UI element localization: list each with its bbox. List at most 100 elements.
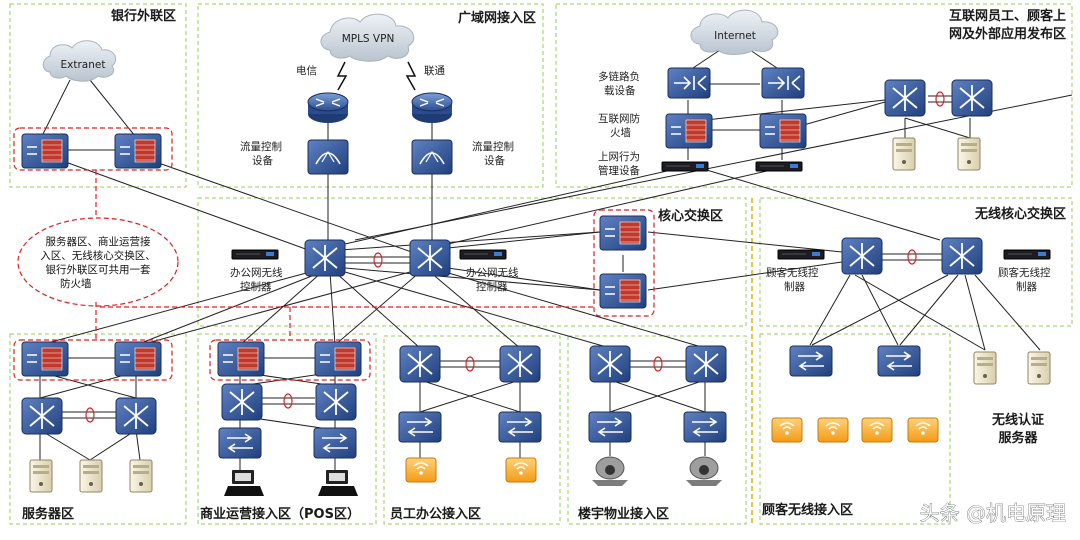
flow-control-left: [307, 139, 349, 175]
staff-ap-right: [505, 457, 537, 483]
label-office-wlc-left-1: 办公网无线: [230, 266, 283, 279]
zone-title-core-switch: 核心交换区: [658, 208, 723, 224]
label-office-wlc-right-1: 办公网无线: [466, 266, 519, 279]
label-flow-ctrl-right-1: 流量控制: [472, 140, 514, 153]
device-labels: 电信 联通 流量控制 设备 流量控制 设备 多链路负 载设备 互联网防 火墙 上…: [230, 64, 1051, 446]
core-firewall-top: [599, 215, 647, 251]
switch-server-right: [115, 397, 157, 435]
firewall-extranet-left: [21, 133, 69, 169]
guest-access-switch-right: [877, 345, 921, 377]
switch-pos-l2-right: [313, 427, 357, 459]
label-auth-server-1: 无线认证: [991, 412, 1044, 428]
zone-guest-wireless: [759, 333, 951, 525]
firewall-pos-right: [314, 341, 362, 377]
label-lb-2: 载设备: [604, 84, 636, 97]
label-fw-2: 火墙: [610, 126, 631, 139]
zone-title-staff-office: 员工办公接入区: [390, 506, 481, 522]
switch-pos-l3-right: [315, 383, 357, 421]
zone-title-wan-access: 广域网接入区: [458, 10, 536, 26]
switch-pos-l2-left: [218, 427, 262, 459]
server-1: [29, 459, 53, 493]
label-guest-wlc-left-2: 制器: [784, 280, 805, 293]
note-line-2: 入区、无线核心交换区、: [40, 249, 156, 262]
switch-internet-left: [884, 79, 926, 117]
switch-server-left: [21, 397, 63, 435]
guest-ap-4: [907, 417, 939, 443]
server-3: [129, 459, 153, 493]
cloud-mpls: MPLS VPN: [320, 13, 415, 62]
server-internet-right: [957, 137, 981, 171]
label-auth-server-2: 服务器: [998, 430, 1038, 446]
auth-server-left: [973, 351, 997, 385]
zone-building: [567, 335, 747, 525]
wireless-core-switch-right: [941, 237, 983, 275]
label-office-wlc-left-2: 控制器: [240, 280, 272, 293]
zone-title-bank-extranet: 银行外联区: [111, 8, 176, 24]
zone-title-internet-line1: 互联网员工、顾客上: [949, 8, 1066, 24]
zone-core-switch: [197, 197, 747, 327]
zone-title-wireless-core: 无线核心交换区: [974, 206, 1066, 222]
switch-building-access-left: [588, 411, 632, 443]
note-line-1: 服务器区、商业运营接: [46, 235, 151, 248]
firewall-server-right: [114, 341, 162, 377]
firewall-extranet-right: [114, 133, 162, 169]
shared-firewall-note-bubble: [17, 217, 179, 307]
zone-wan-access: [197, 3, 544, 188]
pos-terminal-left: [224, 470, 264, 496]
router-unicom: [411, 92, 453, 123]
staff-ap-left: [405, 457, 437, 483]
flow-control-right: [411, 139, 453, 175]
shared-firewall-grouping: [13, 127, 655, 381]
label-guest-wlc-right-2: 制器: [1016, 280, 1038, 293]
zone-title-guest-wireless: 顾客无线接入区: [762, 502, 853, 518]
behavior-mgmt-right: [755, 161, 803, 172]
guest-wlc-right: [1003, 249, 1051, 260]
camera-right: [686, 456, 722, 486]
label-office-wlc-right-2: 控制器: [476, 280, 508, 293]
cloud-extranet: Extranet: [42, 40, 117, 82]
auth-server-right: [1027, 351, 1051, 385]
switch-staff-core-left: [399, 345, 441, 383]
zone-title-server: 服务器区: [22, 506, 74, 522]
guest-ap-2: [817, 417, 849, 443]
note-line-4: 防火墙: [60, 277, 92, 290]
label-unicom: 联通: [424, 65, 445, 77]
switch-building-core-right: [685, 345, 727, 383]
zone-title-internet-line2: 网及外部应用发布区: [949, 26, 1066, 42]
core-switch-left: [304, 239, 346, 277]
office-wlc-right: [459, 249, 507, 260]
office-wlc-left: [231, 249, 279, 260]
label-flow-ctrl-right-2: 设备: [484, 154, 505, 167]
zone-pos: [197, 333, 377, 525]
label-flow-ctrl-left-2: 设备: [252, 154, 273, 167]
zone-server: [9, 333, 187, 525]
load-balancer-left: [667, 67, 711, 99]
zone-title-building: 楼宇物业接入区: [578, 506, 669, 522]
label-telecom: 电信: [296, 64, 317, 77]
guest-wlc-left: [777, 249, 825, 260]
switch-building-core-left: [589, 345, 631, 383]
devices: [21, 67, 1051, 496]
label-guest-wlc-right-1: 顾客无线控: [998, 266, 1051, 279]
switch-pos-l3-left: [221, 383, 263, 421]
camera-left: [592, 456, 628, 486]
watermark: 头条 @机电原理: [920, 501, 1066, 525]
switch-staff-access-right: [498, 411, 542, 443]
switch-staff-core-right: [499, 345, 541, 383]
core-firewall-bottom: [599, 273, 647, 309]
cloud-internet-label: Internet: [714, 30, 756, 42]
shared-firewall-note: 服务器区、商业运营接 入区、无线核心交换区、 银行外联区可共用一套 防火墙: [40, 235, 156, 290]
load-balancer-right: [761, 67, 805, 99]
label-behavior-1: 上网行为: [598, 150, 640, 163]
zone-staff-office: [383, 335, 561, 525]
switch-building-access-right: [683, 411, 727, 443]
core-switch-right: [409, 239, 451, 277]
guest-access-switch-left: [789, 345, 833, 377]
link-aggregation-markers: [85, 91, 945, 423]
router-telecom: [307, 92, 349, 123]
firewall-pos-left: [217, 341, 265, 377]
behavior-mgmt-left: [661, 161, 709, 172]
zone-borders: [9, 3, 1073, 525]
server-internet-left: [892, 137, 916, 171]
zone-bank-extranet: [9, 3, 187, 188]
